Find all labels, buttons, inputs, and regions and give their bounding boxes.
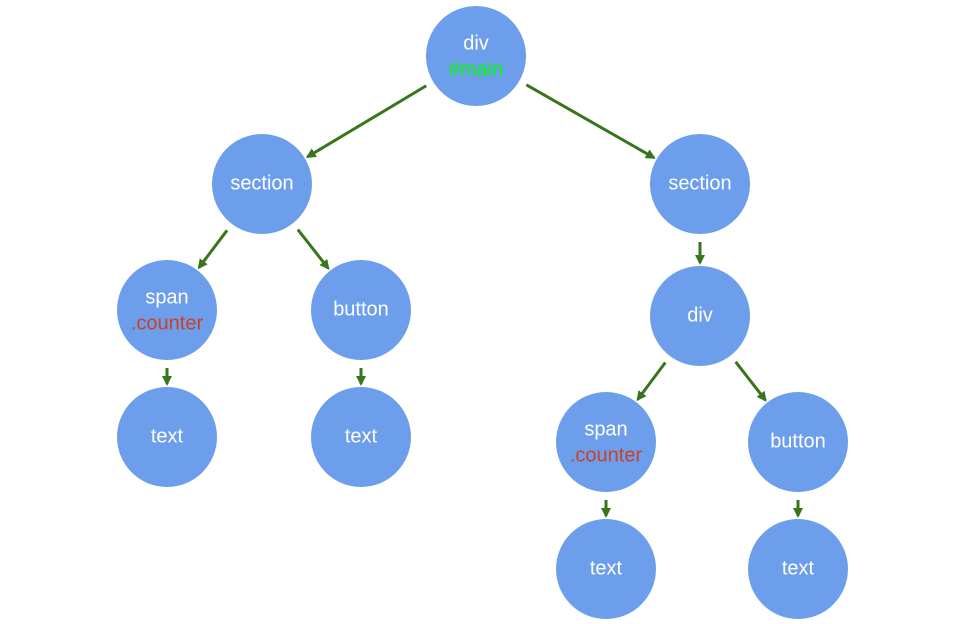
node-right-span-text: text xyxy=(556,519,656,619)
node-circle xyxy=(212,134,312,234)
node-label: button xyxy=(333,298,389,320)
node-left-section: section xyxy=(212,134,312,234)
node-circle xyxy=(748,392,848,492)
node-circle xyxy=(650,134,750,234)
node-circle xyxy=(556,519,656,619)
node-label: section xyxy=(230,172,293,194)
node-circle xyxy=(426,6,526,106)
node-right-div: div xyxy=(650,266,750,366)
node-class-selector: .counter xyxy=(131,312,204,334)
node-circle xyxy=(117,387,217,487)
node-id-selector: #main xyxy=(449,58,503,80)
node-label: div xyxy=(687,304,713,326)
node-left-span: span .counter xyxy=(117,260,217,360)
node-circle xyxy=(748,519,848,619)
edge-root-div-to-right-section xyxy=(525,83,656,160)
node-label: div xyxy=(463,32,489,54)
node-label: span xyxy=(145,286,188,308)
node-label: section xyxy=(668,172,731,194)
node-right-span: span .counter xyxy=(556,392,656,492)
node-label: button xyxy=(770,430,826,452)
node-circle xyxy=(311,387,411,487)
node-root-div: div #main xyxy=(426,6,526,106)
node-circle xyxy=(117,260,217,360)
node-circle xyxy=(650,266,750,366)
node-class-selector: .counter xyxy=(570,444,643,466)
node-right-button-text: text xyxy=(748,519,848,619)
edge-root-div-to-left-section xyxy=(305,84,427,159)
node-label: text xyxy=(782,557,815,579)
node-left-button: button xyxy=(311,260,411,360)
node-label: text xyxy=(345,425,378,447)
edge-right-div-to-right-button xyxy=(734,360,767,402)
node-left-span-text: text xyxy=(117,387,217,487)
node-circle xyxy=(556,392,656,492)
node-right-section: section xyxy=(650,134,750,234)
edge-left-section-to-left-button xyxy=(296,228,330,270)
node-label: span xyxy=(584,418,627,440)
edge-left-section-to-left-span xyxy=(197,229,229,270)
node-label: text xyxy=(151,425,184,447)
node-label: text xyxy=(590,557,623,579)
node-left-button-text: text xyxy=(311,387,411,487)
node-right-button: button xyxy=(748,392,848,492)
node-circle xyxy=(311,260,411,360)
edge-right-div-to-right-span xyxy=(636,361,667,402)
